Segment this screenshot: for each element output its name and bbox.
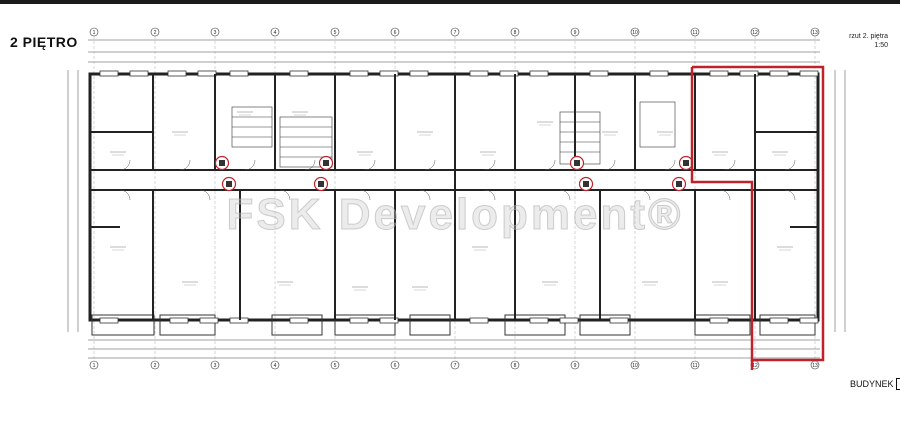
- axis-label: 12: [752, 30, 758, 36]
- balconies: [91, 314, 816, 336]
- axis-bubble-9: 9: [570, 27, 580, 37]
- axis-bubble-3: 3: [210, 360, 220, 370]
- side-dimension-lines: [67, 70, 846, 332]
- axis-bubble-9: 9: [570, 360, 580, 370]
- axis-bubble-5: 5: [330, 360, 340, 370]
- axis-label: 4: [274, 363, 277, 369]
- sheet-scale: 1:50: [874, 42, 888, 49]
- axis-bubble-13: 13: [810, 360, 820, 370]
- axis-bubble-5: 5: [330, 27, 340, 37]
- room-labels: [110, 111, 793, 291]
- axis-bubble-7: 7: [450, 27, 460, 37]
- axis-label: 7: [454, 30, 457, 36]
- axis-label: 2: [154, 363, 157, 369]
- bottom-dimension-lines: [88, 339, 820, 359]
- axis-label: 12: [752, 363, 758, 369]
- entrance-marker: [221, 176, 237, 192]
- axis-bubble-4: 4: [270, 360, 280, 370]
- entrance-marker: [578, 176, 594, 192]
- axis-label: 7: [454, 363, 457, 369]
- axis-bubble-8: 8: [510, 360, 520, 370]
- axis-bubble-7: 7: [450, 360, 460, 370]
- axis-bubble-1: 1: [89, 27, 99, 37]
- axis-label: 8: [514, 363, 517, 369]
- entrance-marker: [214, 155, 230, 171]
- stairwell-right: [559, 101, 676, 165]
- axis-bubble-8: 8: [510, 27, 520, 37]
- axis-label: 1: [93, 363, 96, 369]
- axis-label: 5: [334, 30, 337, 36]
- axis-bubble-10: 10: [630, 360, 640, 370]
- highlighted-apartment-outline: [690, 65, 825, 362]
- door-swings: [119, 159, 796, 201]
- floor-title: 2 PIĘTRO: [10, 34, 78, 50]
- axis-label: 10: [632, 30, 638, 36]
- entrance-marker: [671, 176, 687, 192]
- axis-label: 13: [812, 363, 818, 369]
- axis-label: 3: [214, 30, 217, 36]
- axis-label: 1: [93, 30, 96, 36]
- axis-bubble-2: 2: [150, 27, 160, 37]
- axis-bubble-3: 3: [210, 27, 220, 37]
- axis-label: 13: [812, 30, 818, 36]
- axis-label: 6: [394, 363, 397, 369]
- entrance-markers: [214, 155, 694, 192]
- axis-bubble-13: 13: [810, 27, 820, 37]
- axis-label: 11: [692, 30, 697, 36]
- building-letter: E: [895, 378, 900, 390]
- axis-bubble-4: 4: [270, 27, 280, 37]
- axis-bubble-11: 11: [690, 360, 700, 370]
- sheet-title: rzut 2. piętra: [849, 33, 888, 40]
- axis-label: 3: [214, 363, 217, 369]
- entrance-marker: [678, 155, 694, 171]
- axis-bubble-1: 1: [89, 360, 99, 370]
- building-label: BUDYNEK E: [850, 378, 900, 390]
- top-dimension-lines: [88, 39, 820, 63]
- axis-label: 8: [514, 30, 517, 36]
- axis-label: 5: [334, 363, 337, 369]
- windows-bottom: [99, 317, 819, 324]
- stairwell-left: [231, 106, 333, 168]
- axis-label: 2: [154, 30, 157, 36]
- axis-bubble-10: 10: [630, 27, 640, 37]
- axis-bubble-2: 2: [150, 360, 160, 370]
- building-label-text: BUDYNEK: [850, 379, 894, 389]
- entrance-marker: [318, 155, 334, 171]
- axis-label: 6: [394, 30, 397, 36]
- axis-label: 9: [574, 363, 577, 369]
- axis-label: 4: [274, 30, 277, 36]
- axis-bubble-6: 6: [390, 360, 400, 370]
- interior-walls: [90, 74, 818, 320]
- windows-top: [99, 70, 819, 77]
- axis-bubble-12: 12: [750, 27, 760, 37]
- axis-label: 10: [632, 363, 638, 369]
- top-border: [0, 0, 900, 4]
- axis-label: 11: [692, 363, 697, 369]
- sheet-note: rzut 2. piętra 1:50: [849, 32, 888, 50]
- entrance-marker: [313, 176, 329, 192]
- entrance-marker: [569, 155, 585, 171]
- axis-bubble-11: 11: [690, 27, 700, 37]
- axis-bubble-6: 6: [390, 27, 400, 37]
- axis-label: 9: [574, 30, 577, 36]
